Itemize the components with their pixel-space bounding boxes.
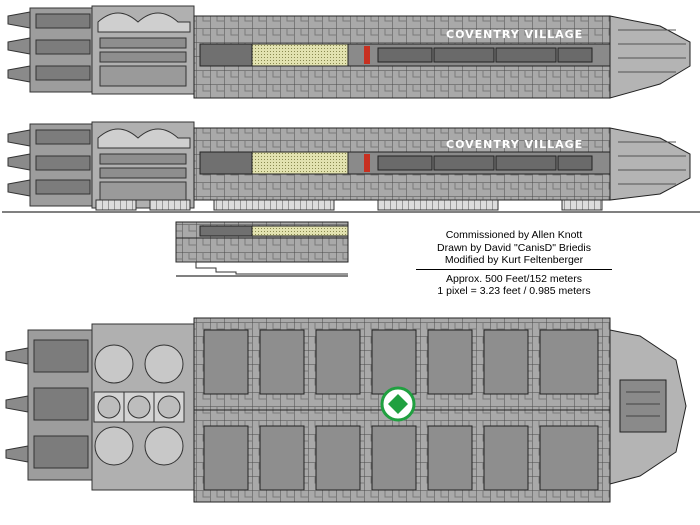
top-view xyxy=(5,317,687,503)
tank-icon xyxy=(93,344,185,466)
landing-gear-icon xyxy=(95,199,603,211)
ship-name-label-2: COVENTRY VILLAGE xyxy=(446,138,583,151)
drawn-line: Drawn by David "CanisD" Briedis xyxy=(437,241,591,254)
detail-section xyxy=(175,221,349,277)
engine-nozzle-icon xyxy=(7,129,31,197)
commissioned-line: Commissioned by Allen Knott xyxy=(445,229,583,241)
length-line: Approx. 500 Feet/152 meters xyxy=(446,272,582,285)
scale-line: 1 pixel = 3.23 feet / 0.985 meters xyxy=(437,285,591,297)
emblem-icon xyxy=(380,386,416,422)
engine-nozzle-icon xyxy=(7,11,31,83)
side-view-upper: COVENTRY VILLAGE xyxy=(7,5,691,99)
ship-name-label: COVENTRY VILLAGE xyxy=(446,28,583,41)
credits-block: Commissioned by Allen Knott Drawn by Dav… xyxy=(416,229,612,298)
side-view-landed: COVENTRY VILLAGE xyxy=(2,121,700,213)
engine-nozzle-icon xyxy=(5,347,29,463)
modified-line: Modified by Kurt Feltenberger xyxy=(416,254,612,270)
